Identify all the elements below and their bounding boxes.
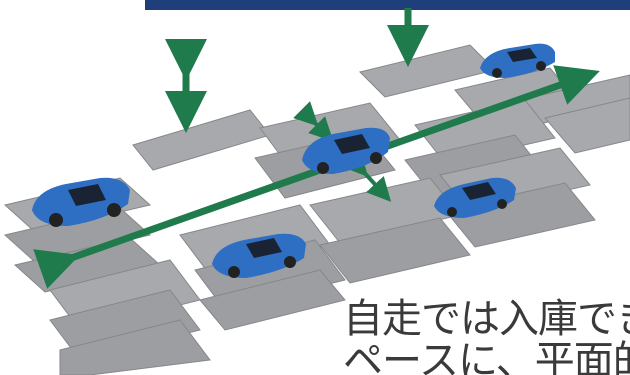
- car-icon: [32, 177, 130, 227]
- top-banner: [145, 0, 630, 10]
- pallet: [49, 289, 201, 361]
- double-arrow-icon: [293, 101, 334, 142]
- double-arrow-icon: [343, 151, 392, 202]
- caption-line-2: ペースに、平面的に: [343, 338, 630, 375]
- car-icon: [480, 43, 555, 78]
- car-icon: [212, 233, 306, 278]
- pallet: [59, 319, 211, 375]
- car-icon: [434, 177, 516, 218]
- caption-line-1: 自走では入庫でき: [343, 296, 630, 342]
- car-icon: [302, 127, 390, 174]
